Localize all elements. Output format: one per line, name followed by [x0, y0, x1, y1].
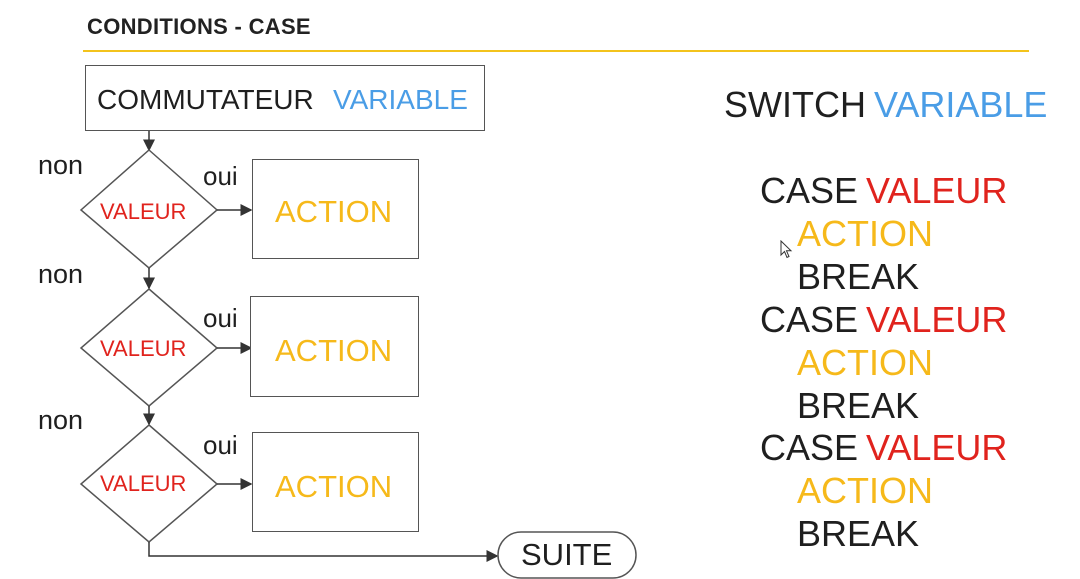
action-box-3-label: ACTION	[275, 469, 393, 504]
title-underline	[83, 50, 1029, 52]
code-case-value-1: VALEUR	[866, 170, 1008, 211]
code-action-3: ACTION	[797, 470, 934, 511]
code-case-value-3: VALEUR	[866, 427, 1008, 468]
non-label-2: non	[38, 259, 84, 289]
switch-start-box	[85, 65, 485, 131]
slide-title: CONDITIONS - CASE	[87, 14, 311, 39]
non-label-3: non	[38, 405, 84, 435]
action-box-3	[252, 432, 419, 532]
action-box-2-label: ACTION	[275, 333, 393, 368]
oui-label-3: oui	[203, 430, 238, 460]
decision-label-1: VALEUR	[100, 199, 187, 224]
action-box-2	[250, 296, 419, 397]
oui-label-1: oui	[203, 161, 238, 191]
start-box-variable: VARIABLE	[333, 84, 468, 115]
code-action-2: ACTION	[797, 342, 934, 383]
non-label-1: non	[38, 150, 84, 180]
connector-to-suite	[148, 542, 499, 562]
code-case-keyword-1: CASE	[760, 170, 859, 211]
decision-label-3: VALEUR	[100, 471, 187, 496]
code-case-keyword-2: CASE	[760, 299, 859, 340]
code-break-2: BREAK	[797, 385, 920, 426]
action-box-1-label: ACTION	[275, 194, 393, 229]
oui-label-2: oui	[203, 303, 238, 333]
suite-label: SUITE	[521, 537, 613, 572]
code-case-keyword-3: CASE	[760, 427, 859, 468]
code-break-3: BREAK	[797, 513, 920, 554]
suite-terminal	[497, 531, 637, 579]
action-box-1	[252, 159, 419, 259]
code-switch-variable: VARIABLE	[874, 84, 1048, 125]
start-box-keyword: COMMUTATEUR	[97, 84, 314, 115]
code-switch-keyword: SWITCH	[724, 84, 866, 125]
mouse-cursor-icon	[780, 240, 793, 259]
code-action-1: ACTION	[797, 213, 934, 254]
code-break-1: BREAK	[797, 256, 920, 297]
decision-label-2: VALEUR	[100, 336, 187, 361]
code-case-value-2: VALEUR	[866, 299, 1008, 340]
